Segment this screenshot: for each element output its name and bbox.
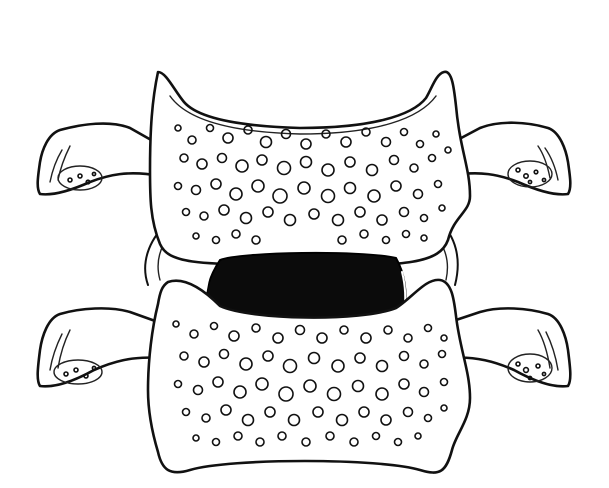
upper-vertebra — [38, 72, 571, 265]
lower-left-process — [38, 308, 158, 386]
upper-left-process — [38, 124, 160, 195]
